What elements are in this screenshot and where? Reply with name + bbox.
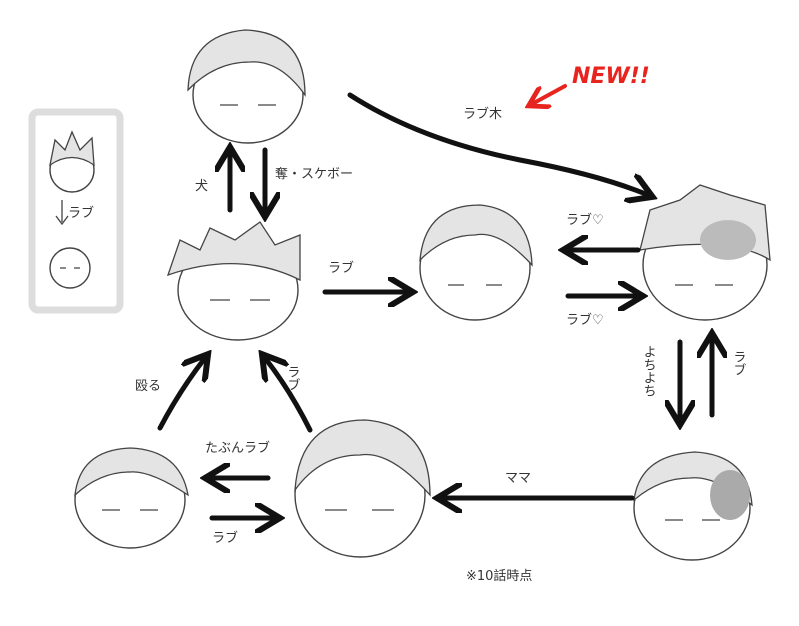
label-bottomleft-to-mid: ラブ: [212, 530, 238, 546]
label-bottommid-to-left: ラブ: [285, 365, 300, 391]
character-bottom-right: [633, 451, 753, 561]
label-maybe-love: たぶんラブ: [205, 440, 270, 456]
label-right-to-center: ラブ♡: [566, 212, 604, 228]
legend-face-top: [49, 130, 95, 193]
legend-face-bottom: [49, 247, 91, 289]
new-pointer-arrow: [532, 84, 567, 104]
character-right: [639, 184, 771, 321]
character-bottom-middle: [294, 419, 431, 558]
character-left-main: [166, 221, 301, 341]
character-top: [187, 29, 306, 144]
new-badge: NEW!!: [572, 64, 650, 89]
label-top-to-right: ラブ木: [463, 106, 502, 122]
character-center: [419, 204, 533, 321]
label-mama: ママ: [505, 471, 531, 486]
legend-arrow: [55, 200, 69, 226]
legend-box: ラブ: [28, 108, 124, 314]
label-yochiyochi: よちよち: [641, 345, 656, 397]
label-left-to-center: ラブ: [328, 260, 354, 276]
arrow-bottomleft-to-left: [157, 358, 205, 431]
arrow-top-to-right: [347, 92, 648, 195]
label-center-to-right: ラブ♡: [566, 312, 604, 328]
character-bottom-left: [74, 447, 189, 549]
label-punch: 殴る: [135, 379, 161, 394]
label-bottomright-to-right: ラブ: [731, 350, 746, 376]
label-steal-skateboard: 奪・スケボー: [275, 166, 353, 182]
note-episode: ※10話時点: [466, 568, 532, 584]
label-dog: 犬: [195, 179, 208, 194]
legend-label: ラブ: [68, 205, 94, 221]
arrow-bottommid-to-left: [265, 358, 313, 433]
